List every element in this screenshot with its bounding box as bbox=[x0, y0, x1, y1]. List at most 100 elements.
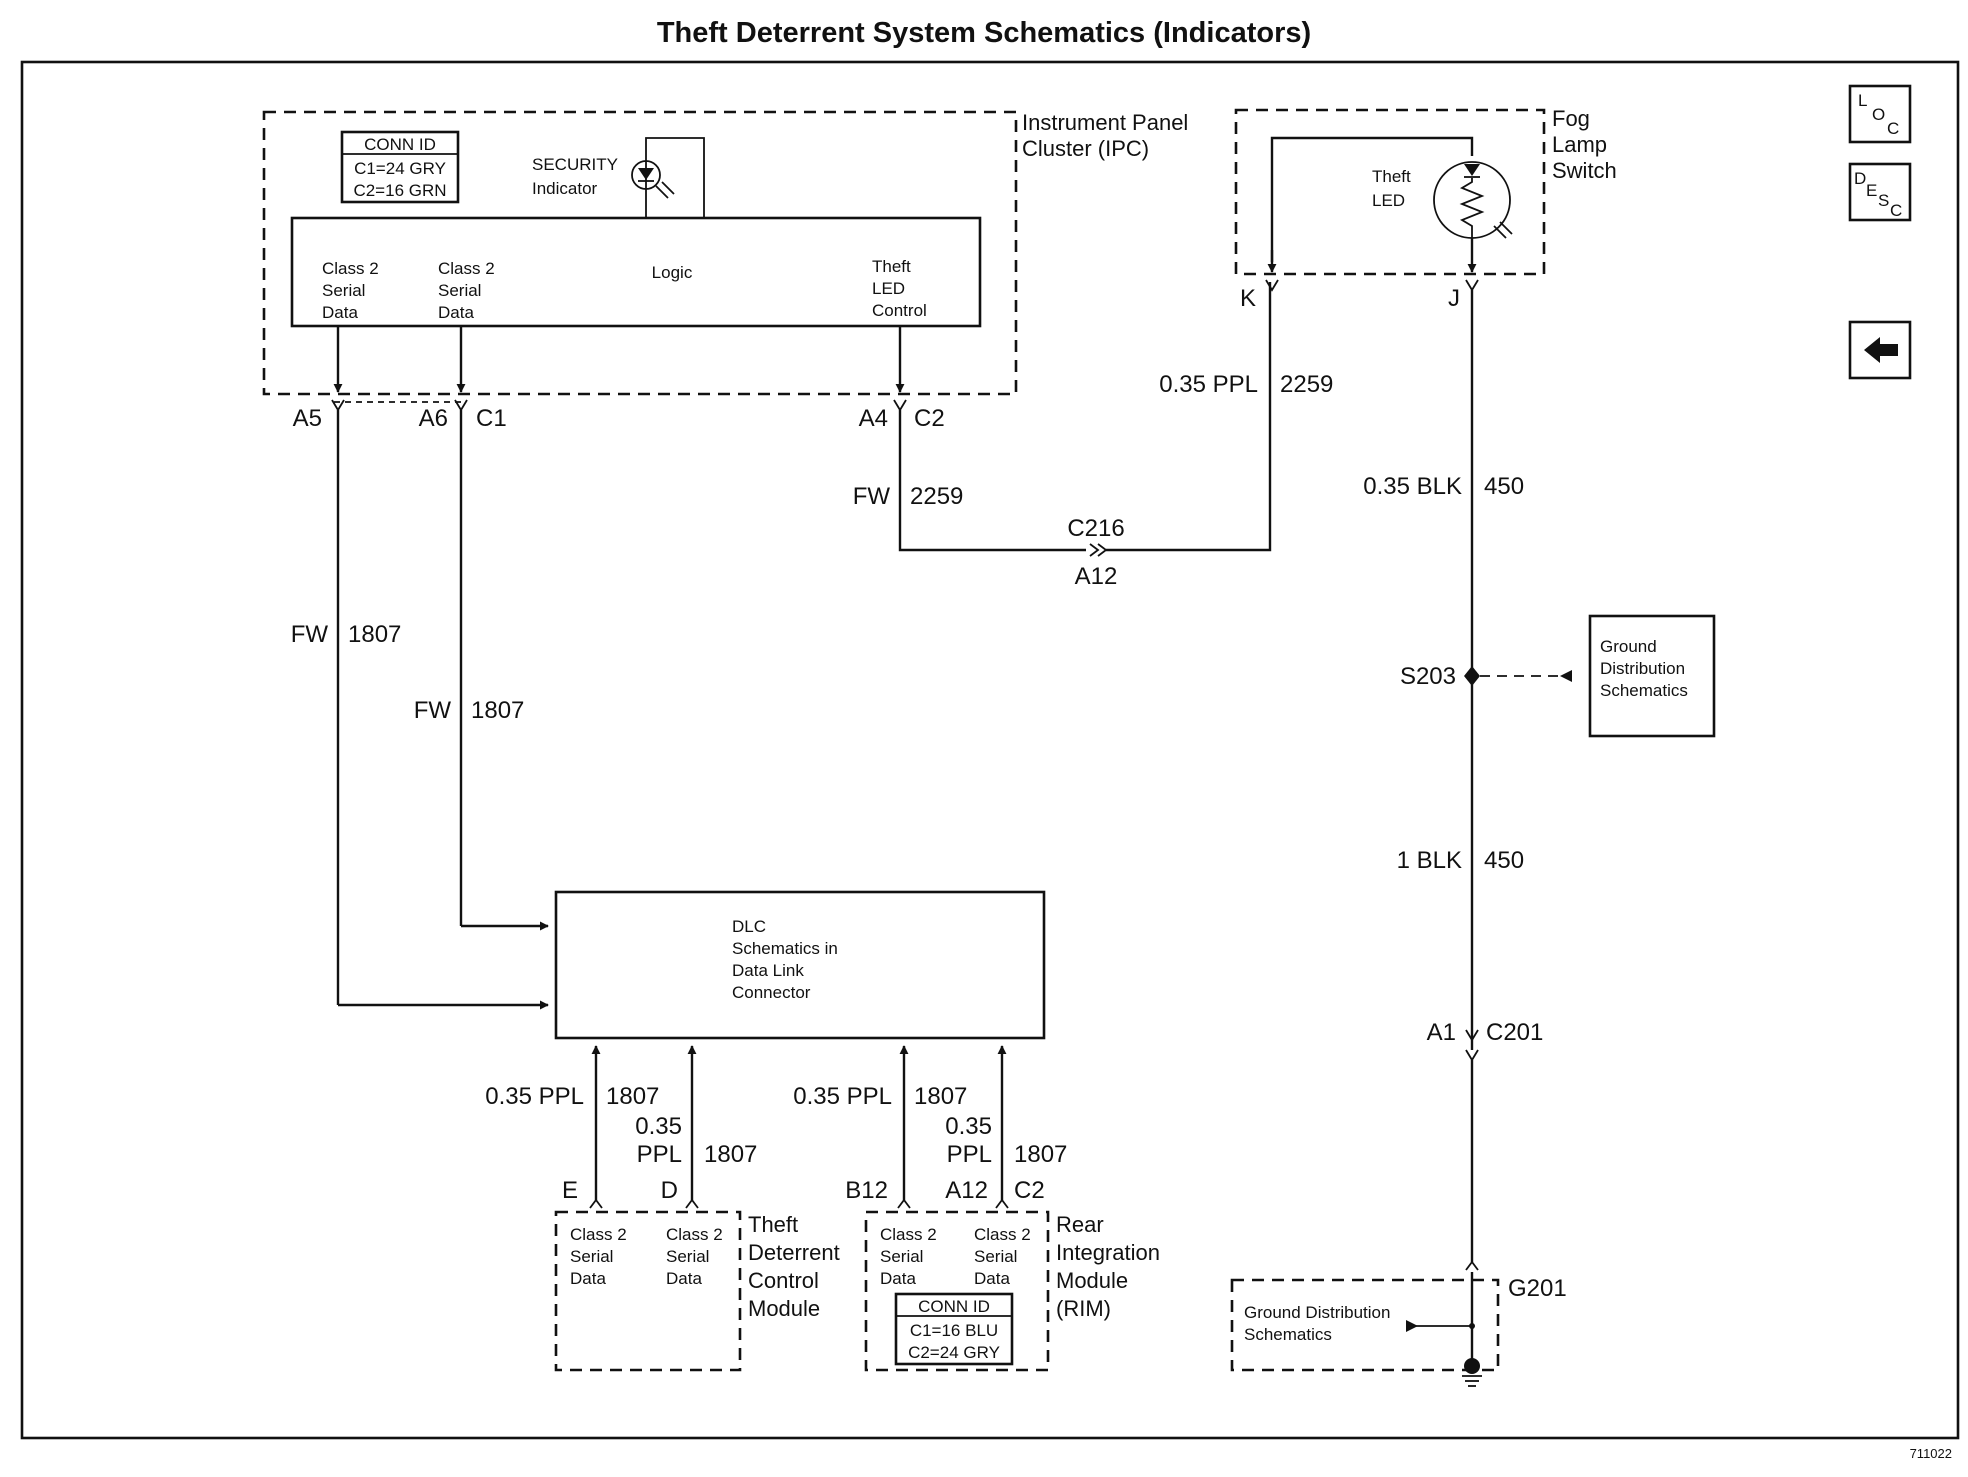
theft-led-label-1: Theft bbox=[1372, 167, 1411, 186]
wire-fw-2259-color: FW bbox=[853, 483, 891, 510]
ground-g201-label: G201 bbox=[1508, 1275, 1567, 1302]
splice-s203 bbox=[1464, 666, 1572, 686]
svg-text:Serial: Serial bbox=[880, 1247, 923, 1266]
pin-rim-c2: C2 bbox=[1014, 1177, 1045, 1204]
svg-text:S: S bbox=[1878, 191, 1889, 210]
svg-text:DLC: DLC bbox=[732, 917, 766, 936]
wire-rim-b12-color: 0.35 PPL bbox=[793, 1083, 892, 1110]
wire-tdcm-e-circuit: 1807 bbox=[606, 1083, 659, 1110]
svg-text:Data: Data bbox=[570, 1269, 606, 1288]
security-indicator-label-1: SECURITY bbox=[532, 155, 618, 174]
wire-blk-1-circuit: 450 bbox=[1484, 847, 1524, 874]
svg-text:Lamp: Lamp bbox=[1552, 132, 1607, 157]
svg-text:C: C bbox=[1887, 119, 1899, 138]
svg-text:Theft: Theft bbox=[872, 257, 911, 276]
connector-c216-pin: A12 bbox=[1075, 563, 1118, 590]
pin-d: D bbox=[661, 1177, 678, 1204]
svg-text:Data: Data bbox=[974, 1269, 1010, 1288]
svg-text:Schematics in: Schematics in bbox=[732, 939, 838, 958]
wire-ppl-2259-color: 0.35 PPL bbox=[1159, 371, 1258, 398]
fog-lamp-switch: Fog Lamp Switch Theft LED bbox=[1234, 106, 1617, 276]
svg-text:D: D bbox=[1854, 169, 1866, 188]
ipc-class2-label-mid: Class 2 Serial Data bbox=[438, 259, 495, 322]
pin-a5: A5 bbox=[293, 405, 322, 432]
svg-text:C2=16 GRN: C2=16 GRN bbox=[353, 181, 446, 200]
svg-text:C1=16 BLU: C1=16 BLU bbox=[910, 1321, 998, 1340]
wire-ppl-2259-circuit: 2259 bbox=[1280, 371, 1333, 398]
ipc-conn-id-box: CONN ID C1=24 GRY C2=16 GRN bbox=[340, 130, 460, 204]
svg-text:Data: Data bbox=[438, 303, 474, 322]
svg-text:Class 2: Class 2 bbox=[974, 1225, 1031, 1244]
svg-text:Serial: Serial bbox=[570, 1247, 613, 1266]
wire-blk-035-circuit: 450 bbox=[1484, 473, 1524, 500]
svg-text:Class 2: Class 2 bbox=[322, 259, 379, 278]
ground-distribution-link-2[interactable]: Ground Distribution Schematics bbox=[1244, 1303, 1390, 1344]
svg-text:CONN ID: CONN ID bbox=[918, 1297, 990, 1316]
splice-s203-label: S203 bbox=[1400, 663, 1456, 690]
svg-text:Connector: Connector bbox=[732, 983, 811, 1002]
pin-a12: A12 bbox=[945, 1177, 988, 1204]
back-arrow-icon[interactable] bbox=[1848, 320, 1912, 380]
svg-text:Schematics: Schematics bbox=[1244, 1325, 1332, 1344]
wire-fw-right-color: FW bbox=[414, 697, 452, 724]
svg-text:C1=24 GRY: C1=24 GRY bbox=[354, 159, 446, 178]
svg-text:Control: Control bbox=[872, 301, 927, 320]
ipc-module: Instrument Panel Cluster (IPC) CONN ID C… bbox=[262, 110, 1188, 403]
svg-text:Data: Data bbox=[322, 303, 358, 322]
pin-c2: C2 bbox=[914, 405, 945, 432]
rim-conn-id-box: CONN ID C1=16 BLU C2=24 GRY bbox=[894, 1292, 1014, 1366]
wire-tdcm-d-circuit: 1807 bbox=[704, 1141, 757, 1168]
svg-text:Class 2: Class 2 bbox=[438, 259, 495, 278]
svg-text:C2=24 GRY: C2=24 GRY bbox=[908, 1343, 1000, 1362]
pin-a4: A4 bbox=[859, 405, 888, 432]
wire-fw-left-color: FW bbox=[291, 621, 329, 648]
svg-text:Module: Module bbox=[1056, 1268, 1128, 1293]
connector-c216-label: C216 bbox=[1067, 515, 1124, 542]
dlc-link[interactable]: DLC Schematics in Data Link Connector bbox=[554, 890, 1046, 1040]
wire-rim-a12-color-1: 0.35 bbox=[945, 1113, 992, 1140]
ipc-logic-label: Logic bbox=[652, 263, 693, 282]
security-indicator-led-icon bbox=[631, 137, 705, 218]
theft-deterrent-control-module: Class 2 Serial Data Class 2 Serial Data … bbox=[554, 1210, 840, 1372]
svg-text:Rear: Rear bbox=[1056, 1212, 1104, 1237]
wire-theft-led-control bbox=[898, 410, 1086, 552]
loc-icon[interactable]: L O C bbox=[1848, 84, 1912, 144]
svg-text:Module: Module bbox=[748, 1296, 820, 1321]
diagram-frame bbox=[20, 60, 1960, 1440]
ground-distribution-link[interactable]: Ground Distribution Schematics bbox=[1588, 614, 1716, 738]
wire-blk-1-color: 1 BLK bbox=[1397, 847, 1462, 874]
svg-text:Data Link: Data Link bbox=[732, 961, 804, 980]
svg-text:Distribution: Distribution bbox=[1600, 659, 1685, 678]
pin-j: J bbox=[1448, 285, 1460, 312]
connector-c201-label: C201 bbox=[1486, 1019, 1543, 1046]
wire-rim-a12-color-2: PPL bbox=[947, 1141, 992, 1168]
wire-tdcm-d-color-2: PPL bbox=[637, 1141, 682, 1168]
wire-fw-2259-circuit: 2259 bbox=[910, 483, 963, 510]
ipc-name-line-2: Cluster (IPC) bbox=[1022, 136, 1149, 161]
wire-rim-b12-circuit: 1807 bbox=[914, 1083, 967, 1110]
svg-text:E: E bbox=[1866, 181, 1877, 200]
svg-text:Control: Control bbox=[748, 1268, 819, 1293]
wire-tdcm-e-color: 0.35 PPL bbox=[485, 1083, 584, 1110]
svg-text:Fog: Fog bbox=[1552, 106, 1590, 131]
figure-number: 711022 bbox=[1910, 1446, 1952, 1461]
wire-tdcm-d-color-1: 0.35 bbox=[635, 1113, 682, 1140]
ipc-name-line-1: Instrument Panel bbox=[1022, 110, 1188, 135]
security-indicator-label-2: Indicator bbox=[532, 179, 598, 198]
svg-text:Class 2: Class 2 bbox=[570, 1225, 627, 1244]
desc-icon[interactable]: D E S C bbox=[1848, 162, 1912, 222]
svg-text:CONN ID: CONN ID bbox=[364, 135, 436, 154]
wire-fw-right-circuit: 1807 bbox=[471, 697, 524, 724]
svg-text:Ground: Ground bbox=[1600, 637, 1657, 656]
wire-rim-a12-circuit: 1807 bbox=[1014, 1141, 1067, 1168]
theft-led-icon bbox=[1433, 161, 1513, 239]
svg-text:Schematics: Schematics bbox=[1600, 681, 1688, 700]
rear-integration-module: Class 2 Serial Data Class 2 Serial Data … bbox=[864, 1210, 1160, 1372]
pin-k: K bbox=[1240, 285, 1256, 312]
connector-c201-pin: A1 bbox=[1427, 1019, 1456, 1046]
svg-text:Serial: Serial bbox=[438, 281, 481, 300]
page-title: Theft Deterrent System Schematics (Indic… bbox=[657, 17, 1311, 49]
svg-text:Class 2: Class 2 bbox=[880, 1225, 937, 1244]
